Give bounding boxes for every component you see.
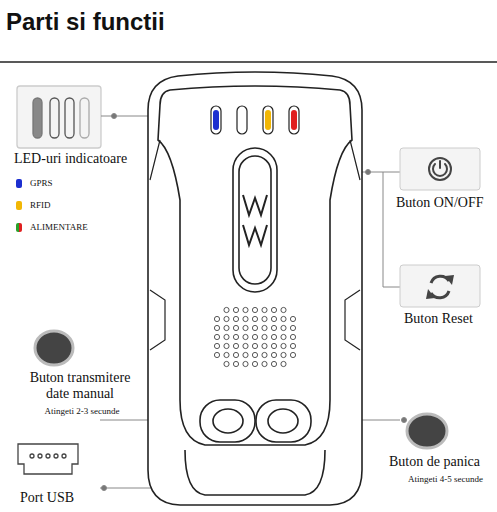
speaker-hole [224, 325, 229, 330]
page-title: Parti si functii [6, 8, 165, 36]
speaker-hole [290, 352, 295, 357]
part-label: Buton de panica [389, 454, 494, 470]
legend-entry: ALIMENTARE [16, 222, 88, 233]
speaker-hole [252, 361, 257, 366]
legend-swatch [16, 179, 22, 188]
speaker-hole [252, 316, 257, 321]
legend-text: ALIMENTARE [30, 222, 88, 233]
speaker-hole [271, 343, 276, 348]
speaker-hole [262, 343, 267, 348]
legend-text: RFID [30, 200, 51, 211]
speaker-hole [271, 361, 276, 366]
speaker-hole [243, 325, 248, 330]
speaker-hole [214, 316, 219, 321]
legend-entry: RFID [16, 200, 51, 211]
speaker-hole [252, 325, 257, 330]
legend-entry: GPRS [16, 178, 53, 189]
speaker-hole [271, 325, 276, 330]
speaker-hole [243, 343, 248, 348]
led-icon [17, 86, 101, 148]
speaker-hole [243, 361, 248, 366]
led-lights [211, 106, 299, 134]
legend-swatch [16, 201, 22, 210]
speaker-hole [233, 334, 238, 339]
speaker-hole [271, 352, 276, 357]
speaker-hole [262, 334, 267, 339]
speaker-hole [233, 307, 238, 312]
speaker-grille [214, 307, 295, 366]
speaker-hole [214, 352, 219, 357]
speaker-hole [271, 316, 276, 321]
speaker-hole [290, 316, 295, 321]
part-label: Port USB [20, 490, 110, 506]
speaker-hole [262, 325, 267, 330]
speaker-hole [233, 325, 238, 330]
speaker-hole [281, 325, 286, 330]
speaker-hole [252, 343, 257, 348]
speaker-hole [290, 343, 295, 348]
speaker-hole [281, 316, 286, 321]
speaker-hole [271, 334, 276, 339]
speaker-hole [290, 334, 295, 339]
speaker-hole [224, 343, 229, 348]
speaker-hole [281, 343, 286, 348]
speaker-hole [252, 307, 257, 312]
speaker-hole [281, 307, 286, 312]
speaker-hole [262, 316, 267, 321]
speaker-hole [224, 352, 229, 357]
panic-button-icon [407, 414, 447, 448]
power-icon [400, 148, 480, 190]
legend-text: GPRS [30, 178, 53, 189]
device-housing [148, 72, 362, 505]
part-label: Buton ON/OFF [396, 195, 494, 211]
speaker-hole [214, 334, 219, 339]
speaker-hole [224, 361, 229, 366]
speaker-hole [252, 352, 257, 357]
speaker-hole [214, 325, 219, 330]
speaker-hole [224, 307, 229, 312]
speaker-hole [214, 343, 219, 348]
title-rule [0, 61, 497, 63]
speaker-hole [271, 307, 276, 312]
manual-button-icon [35, 331, 73, 365]
speaker-hole [262, 307, 267, 312]
speaker-hole [243, 334, 248, 339]
part-label: Buton transmitere date manual [20, 370, 140, 402]
speaker-hole [281, 334, 286, 339]
part-label: Atingeti 4-5 secunde [397, 474, 494, 485]
speaker-hole [233, 352, 238, 357]
speaker-hole [262, 352, 267, 357]
speaker-hole [224, 316, 229, 321]
speaker-hole [224, 334, 229, 339]
speaker-hole [243, 316, 248, 321]
part-label: Atingeti 2-3 secunde [22, 406, 142, 417]
speaker-hole [233, 361, 238, 366]
speaker-hole [243, 352, 248, 357]
speaker-hole [233, 316, 238, 321]
speaker-hole [281, 352, 286, 357]
part-label: LED-uri indicatoare [14, 151, 174, 167]
speaker-hole [233, 343, 238, 348]
speaker-hole [281, 361, 286, 366]
speaker-hole [243, 307, 248, 312]
reset-icon [400, 265, 480, 307]
part-label: Buton Reset [404, 311, 494, 327]
speaker-hole [252, 334, 257, 339]
usb-port-icon [18, 444, 78, 474]
speaker-hole [290, 325, 295, 330]
speaker-hole [262, 361, 267, 366]
legend-swatch [16, 223, 22, 232]
